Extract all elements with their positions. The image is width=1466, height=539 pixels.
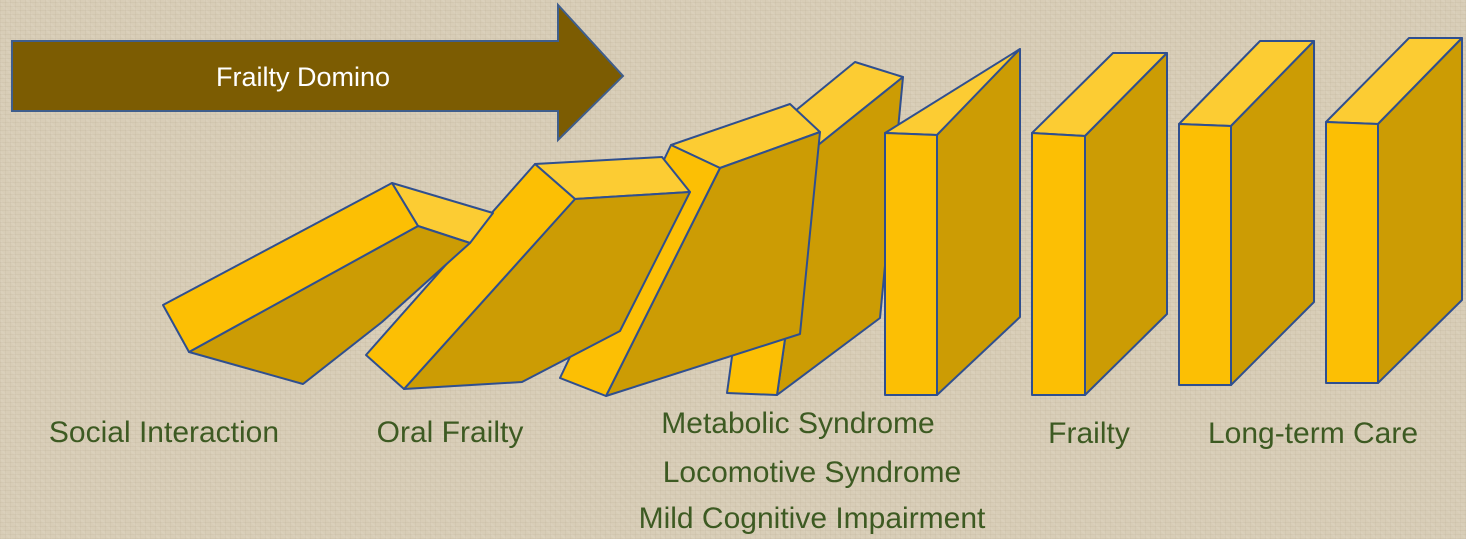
arrow-label: Frailty Domino (216, 62, 390, 92)
label-long-term-care: Long-term Care (1208, 417, 1418, 450)
domino-6-frailty (1032, 53, 1167, 395)
label-mild-cognitive-impairment: Mild Cognitive Impairment (639, 502, 986, 535)
domino-front-face (1032, 133, 1085, 395)
label-social-interaction: Social Interaction (49, 416, 279, 449)
domino-5-upright (885, 49, 1020, 395)
domino-front-face (1179, 124, 1231, 385)
frailty-domino-arrow: Frailty Domino (12, 5, 623, 140)
label-metabolic-syndrome: Metabolic Syndrome (661, 407, 934, 440)
label-frailty: Frailty (1048, 417, 1130, 450)
label-locomotive-syndrome: Locomotive Syndrome (663, 456, 961, 489)
domino-front-face (885, 133, 937, 395)
domino-8-long-term-care-right (1326, 38, 1462, 383)
stage-labels: Social Interaction Oral Frailty Metaboli… (49, 407, 1418, 535)
domino-front-face (1326, 122, 1378, 383)
domino-7-long-term-care-left (1179, 41, 1314, 385)
label-oral-frailty: Oral Frailty (377, 416, 524, 449)
